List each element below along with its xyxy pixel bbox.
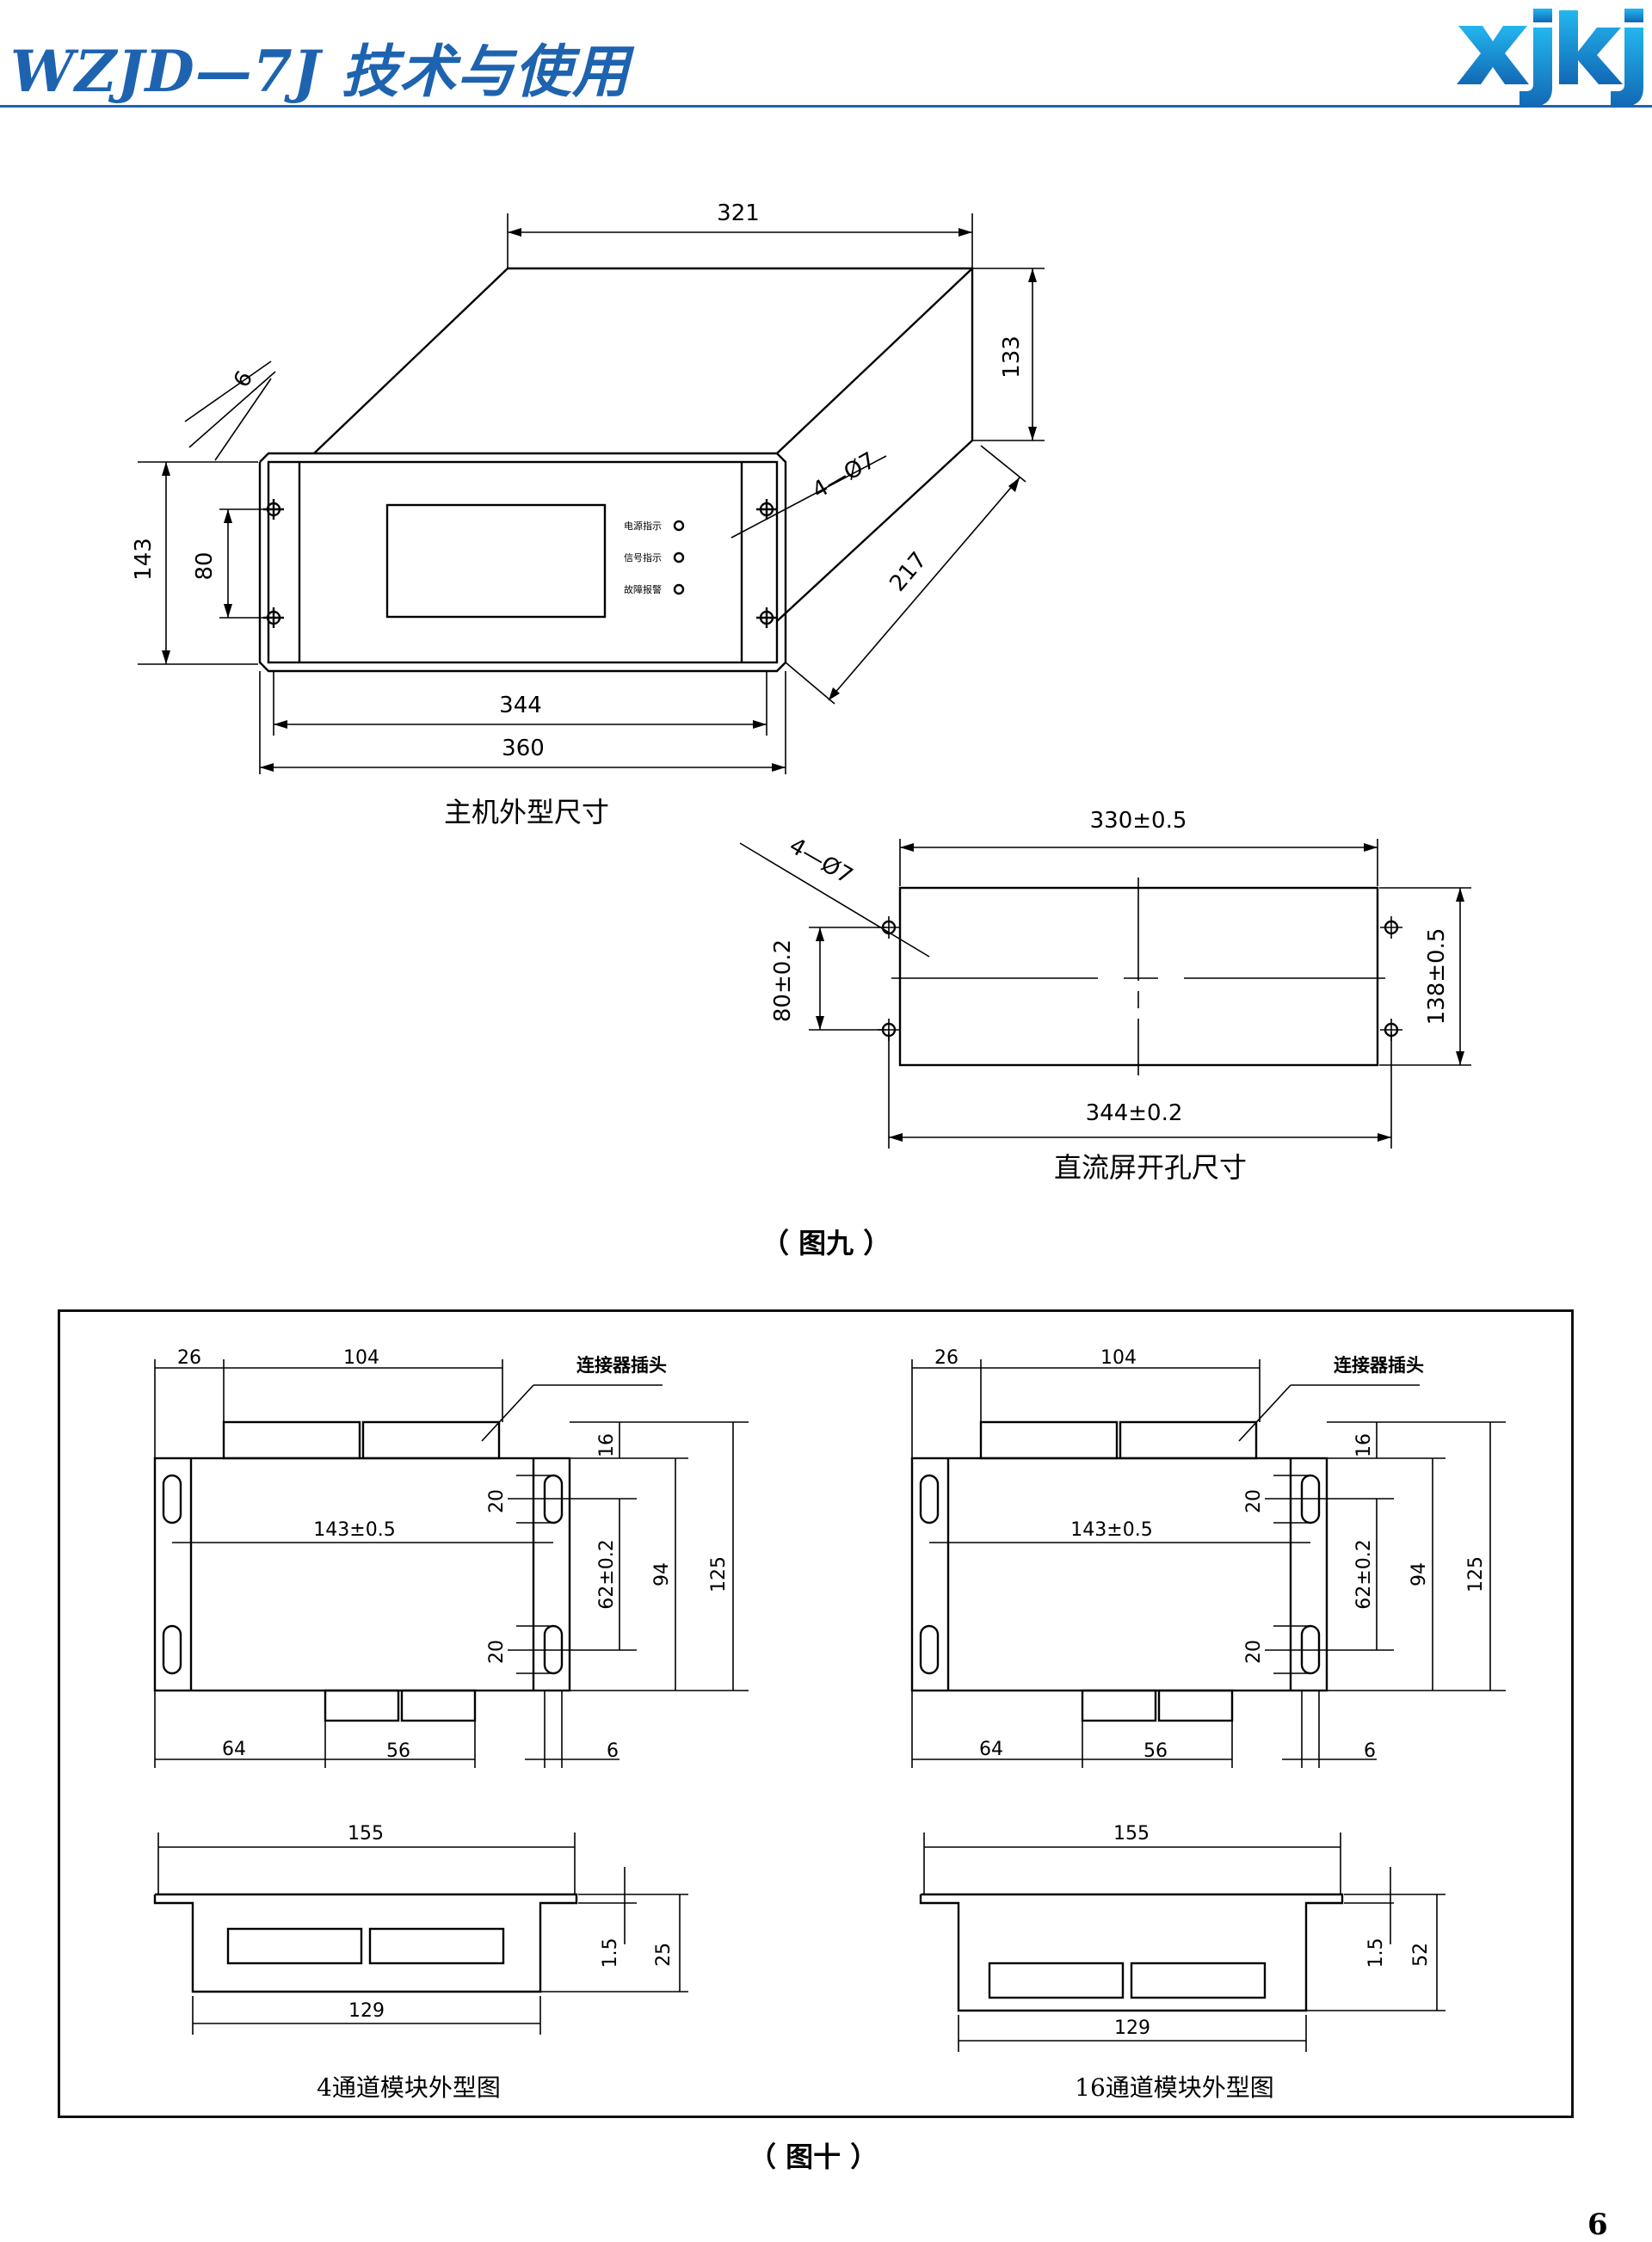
m4-dim-94: 94 [651,1562,673,1586]
m16-dim-52: 52 [1410,1943,1432,1967]
figure-10-frame [58,1309,1574,2118]
m16-label: 16通道模块外型图 [1075,2073,1274,2102]
connector-top [361,1420,501,1460]
m4-dim-26: 26 [177,1347,201,1369]
module-16ch-drawing [910,1359,1506,2052]
m16-dim-129: 129 [1114,2017,1150,2039]
m16-dim-16: 16 [1353,1433,1375,1457]
m16-dim-155: 155 [1113,1823,1150,1845]
main-unit-label: 主机外型尺寸 [444,796,609,828]
m16-dim-64: 64 [979,1739,1003,1760]
dim-133: 133 [999,336,1025,379]
m4-dim-6: 6 [607,1740,619,1762]
dim-143: 143 [131,538,157,581]
cutout-dim-80: 80±0.2 [770,939,796,1022]
indicator-signal: 信号指示 [624,551,662,564]
dim-321: 321 [717,200,760,226]
m4-dim-56: 56 [386,1740,410,1762]
xjkj-logo [1457,9,1643,107]
m4-dim-104: 104 [343,1347,379,1369]
m4-connector-label: 连接器插头 [576,1354,667,1376]
dim-344: 344 [499,693,542,718]
m16-dim-56: 56 [1143,1740,1168,1762]
dim-80: 80 [192,551,218,580]
m4-dim-20a: 20 [486,1489,508,1513]
display-window [385,503,607,619]
header-rule [0,105,1652,108]
m16-dim-125: 125 [1465,1556,1487,1592]
m4-dim-143: 143±0.5 [313,1519,395,1541]
connector-top [222,1420,361,1460]
m4-dim-62: 62±0.2 [596,1539,618,1609]
cutout-label: 直流屏开孔尺寸 [1054,1151,1247,1184]
m16-dim-6: 6 [1364,1740,1376,1762]
m4-dim-129: 129 [348,2000,385,2022]
module-4ch-drawing [153,1359,749,2035]
m16-connector-label: 连接器插头 [1334,1354,1424,1376]
m16-dim-143: 143±0.5 [1070,1519,1152,1541]
m4-label: 4通道模块外型图 [317,2073,501,2102]
m16-dim-94: 94 [1409,1562,1430,1586]
cutout-dim-330: 330±0.5 [1090,808,1187,834]
indicator-fault: 故障报警 [624,583,662,595]
m16-dim-62: 62±0.2 [1353,1539,1375,1609]
front-panel [267,460,779,664]
indicator-power: 电源指示 [624,520,662,532]
m4-dim-125: 125 [708,1556,730,1592]
dim-360: 360 [502,736,545,761]
figure-10-caption: （ 图十 ） [749,2140,878,2173]
connector-bottom [324,1689,400,1722]
cutout-dim-138: 138±0.5 [1424,928,1450,1026]
page-number: 6 [1587,2208,1608,2242]
header-title: WZJD—7J 技术与使用 [10,38,630,105]
m16-dim-20b: 20 [1243,1640,1265,1664]
connector-bottom [400,1689,477,1722]
m4-dim-16: 16 [596,1433,618,1457]
m16-dim-104: 104 [1100,1347,1137,1369]
m4-dim-20b: 20 [486,1640,508,1664]
m16-dim-20a: 20 [1243,1489,1265,1513]
m4-dim-64: 64 [222,1739,246,1760]
m4-dim-1.5: 1.5 [600,1938,621,1968]
figure-9-caption: （ 图九 ） [761,1227,891,1260]
m4-dim-25: 25 [653,1943,675,1967]
m4-dim-155: 155 [348,1823,384,1845]
m16-dim-26: 26 [934,1347,959,1369]
cutout-dim-344: 344±0.2 [1086,1100,1183,1126]
m16-dim-1.5: 1.5 [1365,1938,1387,1968]
